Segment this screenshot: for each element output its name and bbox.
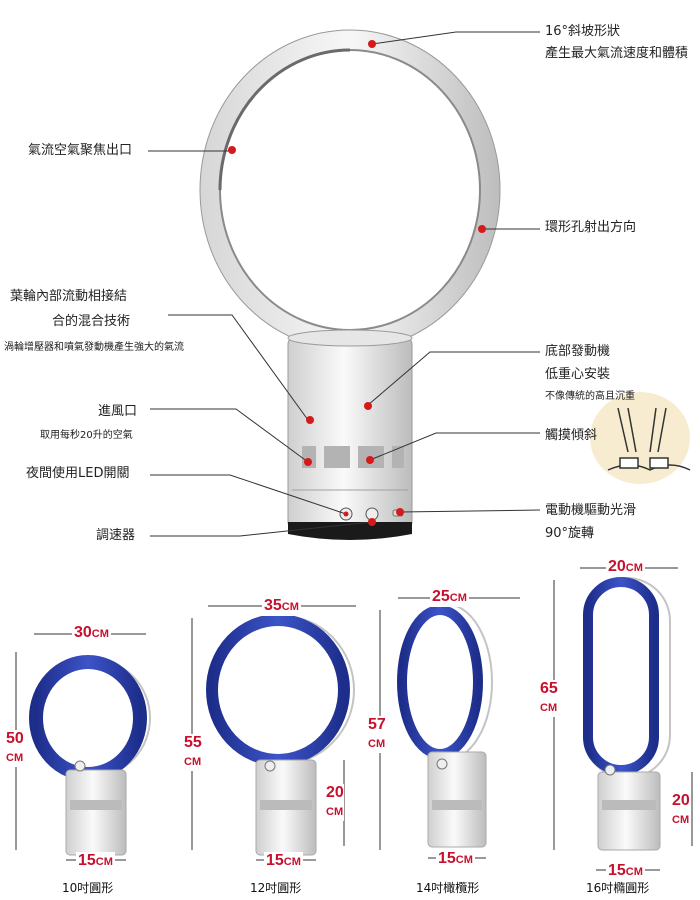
fan-12inch [206, 614, 355, 856]
dim-base-16inch: 15CM [606, 862, 645, 881]
fan-10inch [29, 655, 151, 856]
callout-slope-desc: 產生最大氣流速度和體積 [545, 46, 689, 61]
air-inlet-vents [302, 446, 404, 468]
callout-dots [228, 40, 486, 526]
callout-motor-desc: 不像傳統的高且沉重 [545, 391, 635, 402]
callout-led-switch: 夜間使用LED開關 [26, 466, 130, 481]
callout-tilt: 觸摸傾斜 [545, 428, 598, 443]
dim-base-12inch: 15CM [264, 852, 303, 871]
callout-rotation-line1: 電動機驅動光滑 [545, 503, 637, 518]
callout-impeller-line1: 葉輪內部流動相接結 [10, 289, 128, 304]
callout-ring-holes: 環形孔射出方向 [545, 220, 637, 235]
callout-speed: 調速器 [96, 528, 136, 543]
caption-14inch: 14吋橄欖形 [416, 881, 480, 895]
callout-rotation-line2: 90°旋轉 [545, 526, 595, 541]
callout-slope-title: 16°斜坡形狀 [545, 24, 621, 39]
dim-width-14inch: 25CM [430, 588, 469, 607]
callout-inlet: 進風口 [98, 404, 138, 419]
tilt-diagram [590, 392, 691, 484]
dim-width-16inch: 20CM [606, 558, 645, 577]
fan-14inch [397, 603, 493, 848]
callout-lines [148, 31, 541, 537]
dim-width-12inch: 35CM [262, 597, 301, 616]
fan-16inch [583, 577, 671, 851]
callout-inlet-desc: 取用每秒20升的空氣 [40, 430, 133, 441]
caption-10inch: 10吋圓形 [62, 881, 114, 895]
main-fan [199, 29, 501, 540]
callout-impeller-line2: 合的混合技術 [52, 314, 131, 329]
callout-focus-outlet: 氣流空氣聚焦出口 [28, 143, 133, 158]
dim-width-10inch: 30CM [72, 624, 111, 643]
callout-motor-sub: 低重心安裝 [545, 367, 611, 382]
caption-12inch: 12吋圓形 [250, 881, 302, 895]
callout-motor-title: 底部發動機 [545, 344, 611, 359]
dim-base-10inch: 15CM [76, 852, 115, 871]
callout-impeller-desc: 渦輪增壓器和噴氣發動機產生強大的氣流 [4, 342, 184, 353]
caption-16inch: 16吋橢圓形 [586, 881, 650, 895]
dim-base-14inch: 15CM [436, 850, 475, 869]
